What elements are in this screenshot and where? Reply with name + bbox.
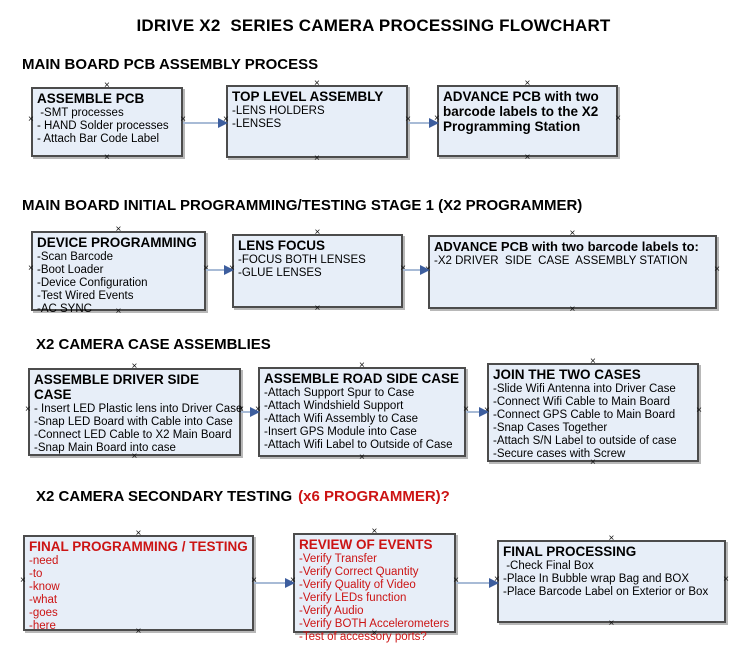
step-line: - Attach Bar Code Label: [37, 133, 160, 145]
connection-point: [609, 619, 615, 629]
step-line: -know: [29, 581, 60, 593]
step-line: -LENSES: [232, 118, 282, 130]
box-assemble-pcb: ASSEMBLE PCB -SMT processes - HAND Solde…: [31, 87, 183, 157]
step-line: -Place In Bubble wrap Bag and BOX: [503, 573, 690, 585]
page-title: IDRIVE X2 SERIES CAMERA PROCESSING FLOWC…: [136, 16, 611, 35]
box-title: TOP LEVEL ASSEMBLY: [232, 89, 384, 104]
step-line: -Attach Wifi Label to Outside of Case: [264, 439, 453, 451]
flow-arrow: [408, 118, 439, 128]
step-line: -Connect Wifi Cable to Main Board: [493, 396, 671, 408]
box-title: ASSEMBLE ROAD SIDE CASE: [264, 371, 460, 386]
flow-arrow: [403, 265, 430, 275]
step-line: -to: [29, 568, 43, 580]
connection-point: [615, 114, 621, 124]
step-line: -Place Barcode Label on Exterior or Box: [503, 586, 709, 598]
box-title: FINAL PROGRAMMING / TESTING: [29, 539, 248, 554]
step-line: -X2 DRIVER SIDE CASE ASSEMBLY STATION: [434, 255, 688, 267]
section-heading-secondary-testing: X2 CAMERA SECONDARY TESTING (x6 PROGRAMME…: [36, 488, 450, 505]
step-line: -Verify BOTH Accelerometers: [299, 618, 450, 630]
section-heading-initial-programming: MAIN BOARD INITIAL PROGRAMMING/TESTING S…: [22, 197, 583, 214]
step-line: -Attach S/N Label to outside of case: [493, 435, 677, 447]
step-line: -LENS HOLDERS: [232, 105, 325, 117]
box-advance-pcb-driver-side-station: ADVANCE PCB with two barcode labels to: …: [428, 235, 717, 309]
step-line: -Verify Transfer: [299, 553, 377, 565]
step-line: -need: [29, 555, 59, 567]
step-line: -Boot Loader: [37, 264, 104, 276]
flow-arrow: [466, 407, 489, 417]
step-line: -Attach Wifi Assembly to Case: [264, 413, 419, 425]
step-line: -Verify LEDs function: [299, 592, 407, 604]
step-line: -Snap Cases Together: [493, 422, 608, 434]
step-line: -Snap LED Board with Cable into Case: [34, 416, 233, 428]
connection-point: [314, 154, 320, 164]
box-join-the-two-cases: JOIN THE TWO CASES -Slide Wifi Antenna i…: [487, 363, 699, 462]
step-line: -Insert GPS Module into Case: [264, 426, 417, 438]
connection-point: [570, 305, 576, 315]
step-line: -here: [29, 620, 56, 632]
connection-point: [315, 304, 321, 314]
section-heading-pcb-assembly: MAIN BOARD PCB ASSEMBLY PROCESS: [22, 56, 319, 73]
box-title: ADVANCE PCB with two barcode labels to:: [434, 239, 699, 254]
box-title: ASSEMBLE PCB: [37, 91, 145, 106]
step-line: -Slide Wifi Antenna into Driver Case: [493, 383, 676, 395]
step-line: -Verify Quality of Video: [299, 579, 416, 591]
step-line: -Device Configuration: [37, 277, 148, 289]
heading-red-part: (x6 PROGRAMMER)?: [298, 488, 450, 505]
heading-black-part: X2 CAMERA SECONDARY TESTING: [36, 488, 293, 505]
step-line: -Attach Windshield Support: [264, 400, 404, 412]
connection-point: [453, 576, 459, 586]
step-line: -Attach Support Spur to Case: [264, 387, 415, 399]
box-review-of-events: REVIEW OF EVENTS -Verify Transfer -Verif…: [293, 533, 459, 643]
flow-arrow: [254, 578, 295, 588]
box-advance-pcb-programming-station: ADVANCE PCB with two barcode labels to t…: [437, 85, 618, 157]
connection-point: [696, 406, 702, 416]
step-line: -Check Final Box: [503, 560, 594, 572]
step-line: -Connect GPS Cable to Main Board: [493, 409, 676, 421]
step-line: -Scan Barcode: [37, 251, 114, 263]
section-heading-case-assemblies: X2 CAMERA CASE ASSEMBLIES: [36, 336, 271, 353]
box-lens-focus: LENS FOCUS -FOCUS BOTH LENSES -GLUE LENS…: [232, 234, 403, 308]
connection-point: [463, 405, 469, 415]
box-assemble-driver-side-case: ASSEMBLE DRIVER SIDE CASE - Insert LED P…: [28, 368, 243, 456]
step-line: -Snap Main Board into case: [34, 442, 176, 454]
box-assemble-road-side-case: ASSEMBLE ROAD SIDE CASE -Attach Support …: [258, 367, 466, 457]
box-title: REVIEW OF EVENTS: [299, 537, 433, 552]
box-final-processing: FINAL PROCESSING -Check Final Box -Place…: [497, 540, 726, 623]
connection-point: [525, 153, 531, 163]
step-line: -Secure cases with Screw: [493, 448, 626, 460]
box-device-programming: DEVICE PROGRAMMING -Scan Barcode -Boot L…: [31, 231, 206, 315]
box-final-programming-testing: FINAL PROGRAMMING / TESTING -need -to -k…: [23, 535, 257, 632]
connection-point: [251, 576, 257, 586]
box-title: FINAL PROCESSING: [503, 544, 637, 559]
step-line: -what: [29, 594, 58, 606]
box-top-level-assembly: TOP LEVEL ASSEMBLY -LENS HOLDERS -LENSES: [226, 85, 408, 158]
connection-point: [359, 453, 365, 463]
box-title: ASSEMBLE DRIVER SIDE CASE: [34, 372, 200, 402]
step-line: -SMT processes: [37, 107, 124, 119]
step-line: -Verify Correct Quantity: [299, 566, 419, 578]
step-line: -Verify Audio: [299, 605, 364, 617]
box-title: ADVANCE PCB with two barcode labels to t…: [443, 89, 599, 134]
step-line: -Test Wired Events: [37, 290, 134, 302]
step-line: -AC SYNC: [37, 303, 92, 315]
step-line: -Connect LED Cable to X2 Main Board: [34, 429, 232, 441]
box-title: JOIN THE TWO CASES: [493, 367, 641, 382]
box-title: DEVICE PROGRAMMING: [37, 235, 197, 250]
flow-arrow: [183, 118, 228, 128]
box-title: LENS FOCUS: [238, 238, 326, 253]
connection-point: [714, 265, 720, 275]
flow-arrow: [456, 578, 499, 588]
step-line: -GLUE LENSES: [238, 267, 322, 279]
flow-arrow: [206, 265, 234, 275]
step-line: - Insert LED Plastic lens into Driver Ca…: [34, 403, 243, 415]
step-line: -Test of accessory ports?: [299, 631, 427, 643]
step-line: -FOCUS BOTH LENSES: [238, 254, 366, 266]
step-line: -goes: [29, 607, 58, 619]
step-line: - HAND Solder processes: [37, 120, 169, 132]
connection-point: [723, 575, 729, 585]
flow-arrow: [241, 407, 260, 417]
connection-point: [104, 153, 110, 163]
